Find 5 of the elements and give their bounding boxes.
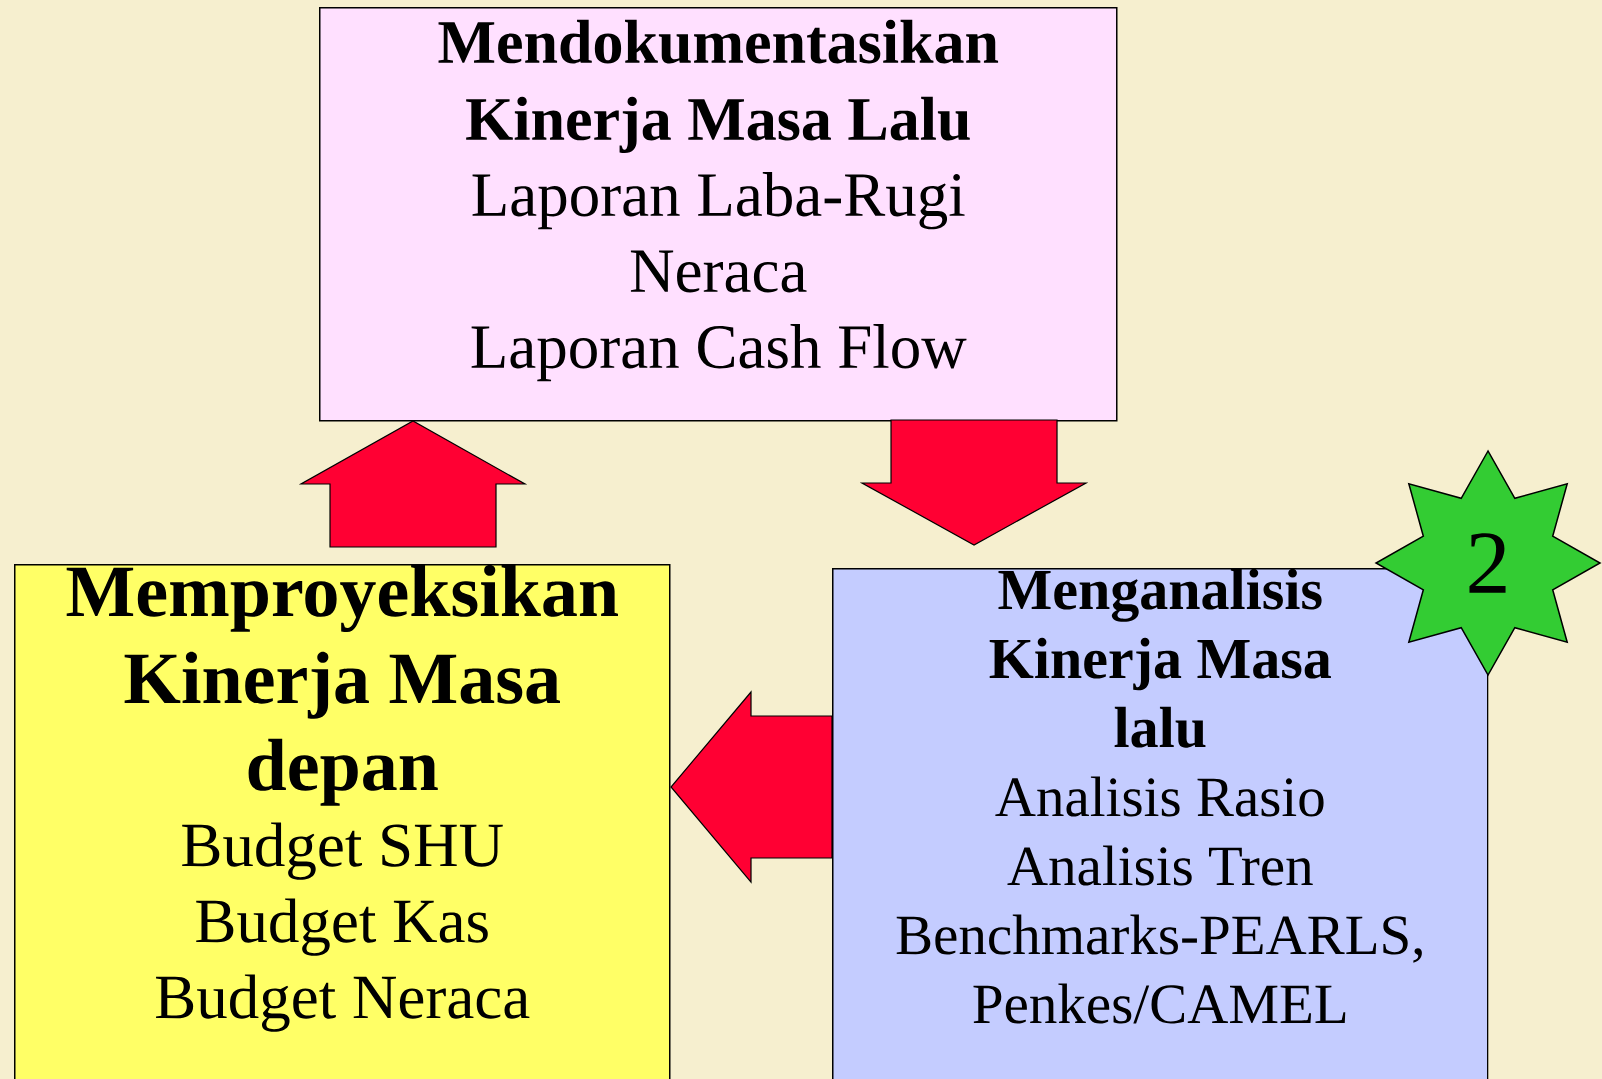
- process-box: Memproyeksikan Kinerja Masa depan Budget SHU Budget Kas Budget Neraca: [14, 564, 671, 1079]
- process-box: Mendokumentasikan Kinerja Masa Lalu Laporan Laba-Rugi Neraca Laporan Cash Flow: [319, 7, 1118, 422]
- block-arrow: [859, 419, 1089, 546]
- block-arrow: [670, 690, 833, 884]
- block-arrow: [298, 420, 528, 548]
